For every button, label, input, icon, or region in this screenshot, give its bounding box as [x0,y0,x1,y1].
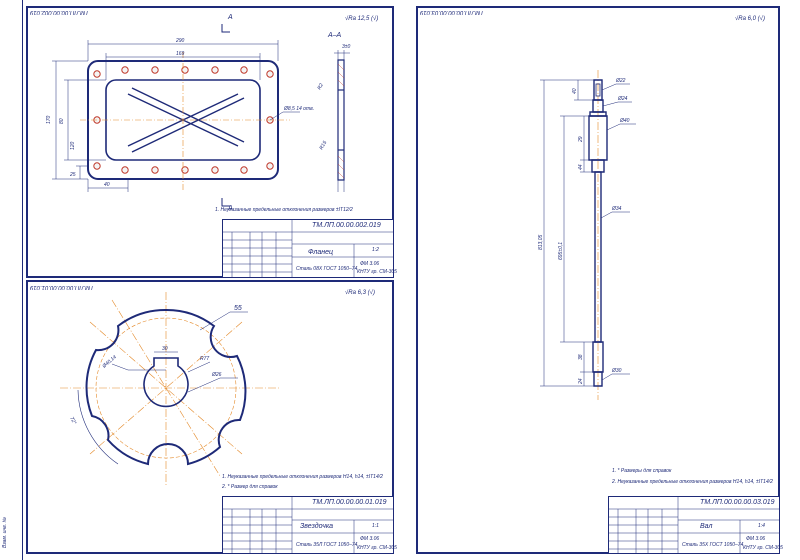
shaft-dim-l3: 44 [578,164,584,170]
flange-dim-bottom-len: 40 [104,182,110,188]
shaft-note-1: 1. * Размеры для справок [612,468,672,474]
flange-roughness: √Ra 12,5 (√) [345,16,379,22]
sprocket-bore [143,357,189,408]
flange-tb-group: ФМ 3.06 [360,261,380,267]
shaft-tb-material: Сталь 35Х ГОСТ 1050–74 [682,542,744,548]
shaft-dim-total: 813,05 [538,234,544,250]
shaft-dim-d1: Ø22 [615,78,626,84]
sprocket-note-2: 2. * Размер для справок [222,484,278,490]
flange-dim-overall-height: 170 [46,115,52,124]
flange-dim-inner-height: 80 [59,118,65,124]
flange-tb-sheet: 1:2 [372,247,379,253]
shaft-body [588,79,608,387]
flange-tb-material: Сталь 08Х ГОСТ 1050–74 [296,266,358,272]
sprocket-tb-group: ФМ 3.06 [360,536,380,542]
sprocket-roughness: √Ra 6,3 (√) [345,290,375,296]
sprocket-tb-material: Сталь 35Л ГОСТ 1050–74 [296,542,358,548]
flange-dim-inner-width: 169 [176,51,185,57]
flange-dim-overall-width: 290 [175,38,185,44]
shaft-dim-d5: Ø30 [611,368,622,374]
left-margin-strip [0,0,23,560]
sprocket-dim-small-r: Ø26 [211,372,222,378]
sprocket-tb-sheet: 1:1 [372,523,379,529]
shaft-dim-d2: Ø24 [617,96,628,102]
flange-cut-label-bottom: А [228,205,233,212]
flange-dim-bottom-step: 25 [69,172,76,178]
sprocket-dim-bore: 30 [162,346,168,352]
flange-dim-sect-b: R15 [319,140,329,151]
flange-section-label: А–А [328,32,342,39]
shaft-dim-l5: 24 [578,378,584,385]
flange-note: 1. Неуказанные предельные отклонения раз… [215,207,353,213]
flange-cut-arrows [221,24,230,207]
shaft-dim-l2: 29 [578,136,584,143]
shaft-tb-group: ФМ 3.06 [746,536,766,542]
sprocket-dim-radius: R77 [200,356,209,362]
shaft-dim-d4: Ø34 [611,206,622,212]
shaft-dim-mid: 695±0,1 [558,242,564,260]
flange-cut-label-top: А [228,14,233,21]
flange-dim-sect-a: R2 [317,82,326,91]
shaft-roughness: √Ra 6,0 (√) [735,16,765,22]
sprocket-tb-org: КНТУ гр. СМ-305 [357,545,397,551]
shaft-title-block [608,496,780,554]
shaft-tb-code: ТМ.ЛП.00.00.00.03.019 [700,499,775,506]
sprocket-outline [85,308,247,466]
flange-tb-org: КНТУ гр. СМ-305 [357,269,397,275]
flange-tb-title: Фланец [308,249,333,256]
shaft-dim-d3: Ø40 [619,118,630,124]
flange-dim-sect-thk: 3±0 [342,44,351,50]
flange-dim-holes: Ø8,5 14 отв. [283,106,314,112]
flange-title-block [222,219,394,278]
sprocket-note-1: 1. Неуказанные предельные отклонения раз… [222,474,383,480]
shaft-tb-org: КНТУ гр. СМ-305 [743,545,783,551]
shaft-tb-sheet: 1:4 [758,523,765,529]
sprocket-dim-angle: 72° [68,416,77,426]
flange-sheet [26,6,394,278]
shaft-dim-l4: 38 [578,354,584,360]
flange-dim-left-offset: 120 [70,141,76,150]
shaft-dim-l1: 40 [572,88,578,94]
sprocket-dim-outer: 55 [234,305,242,312]
sprocket-sheet [26,280,394,554]
shaft-note-2: 2. Неуказанные предельные отклонения раз… [612,479,773,485]
sprocket-tb-code: ТМ.ЛП.00.00.00.01.019 [312,499,387,506]
flange-holes [93,66,274,174]
shaft-sheet [416,6,780,554]
sprocket-tb-title: Звездочка [300,523,334,530]
shaft-tb-title: Вал [700,523,713,530]
flange-tb-code: ТМ.ЛП.00.00.002.019 [312,222,381,229]
